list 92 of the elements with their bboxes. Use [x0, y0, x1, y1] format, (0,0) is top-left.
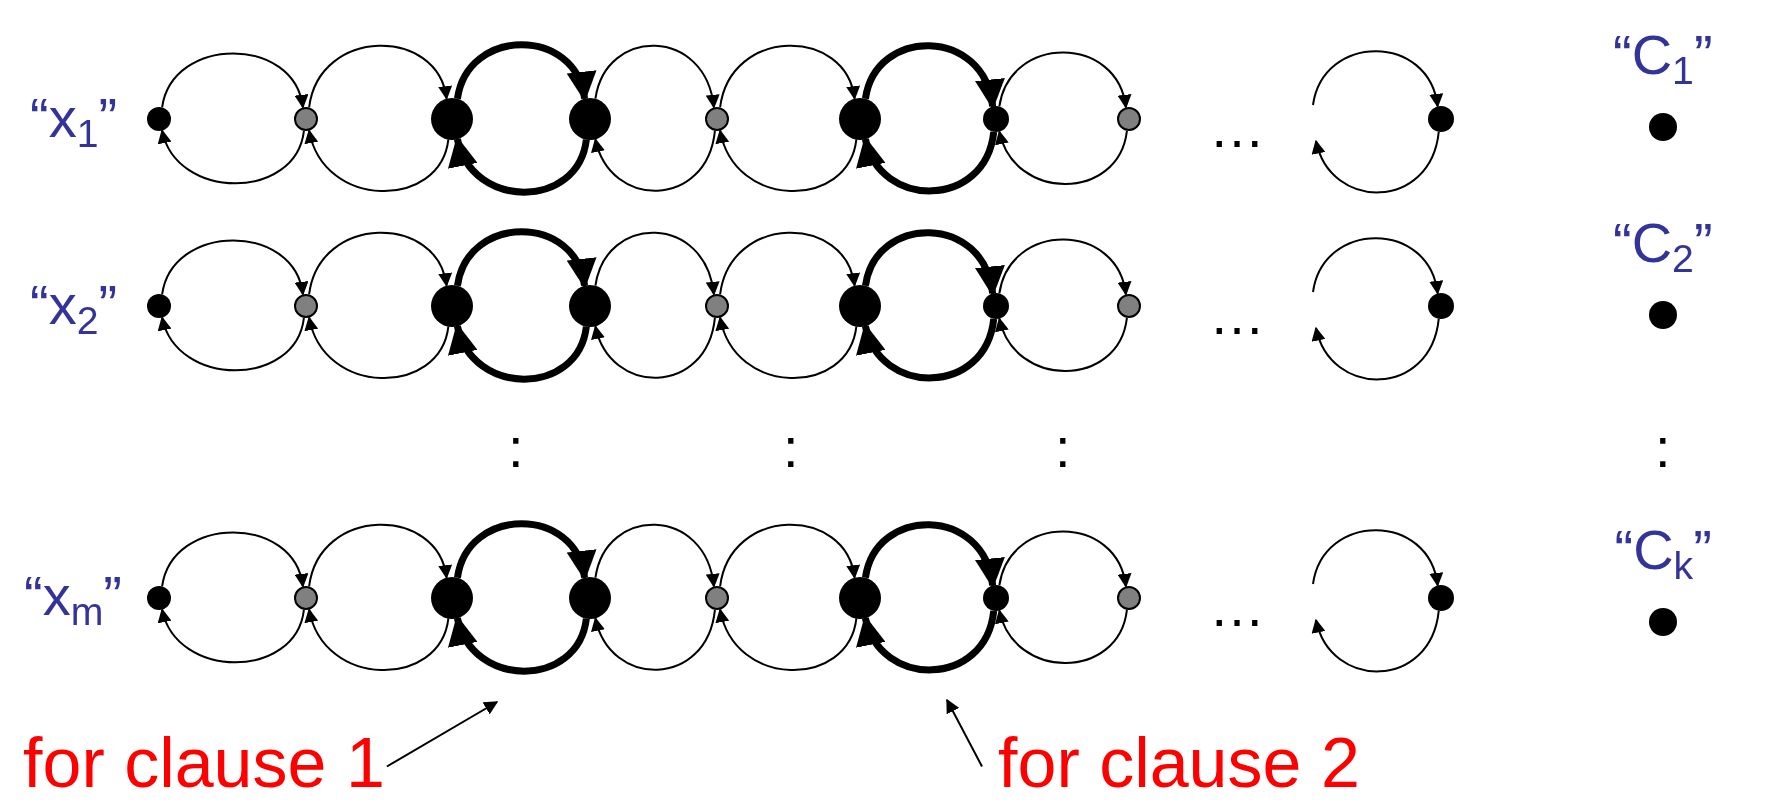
- vertex-dot: [569, 285, 611, 327]
- arrow: [594, 231, 719, 296]
- ellipsis: …: [1209, 579, 1265, 635]
- clause-label: “C$_{2}$”: [1613, 215, 1713, 278]
- vertex-dot: [839, 98, 881, 140]
- vertex-dot: [294, 586, 318, 610]
- ellipsis: …: [1209, 287, 1265, 343]
- vertex-dot: [839, 285, 881, 327]
- vertex-dot: [431, 285, 473, 327]
- arrow: [996, 608, 1128, 664]
- arrow: [719, 523, 859, 588]
- arrow: [306, 316, 450, 380]
- arrow: [306, 129, 450, 193]
- arrow: [719, 231, 859, 296]
- vertex-dot: [1428, 585, 1454, 611]
- arrow: [1312, 50, 1442, 108]
- arrow: [996, 316, 1128, 372]
- arrow: [719, 44, 859, 109]
- arrow: [862, 229, 1002, 297]
- vertex-dot: [147, 294, 171, 318]
- arrow: [306, 608, 450, 672]
- vertex-dot: [705, 107, 729, 131]
- vertex-dot: [1649, 113, 1677, 141]
- arrow: [592, 608, 716, 671]
- arrow: [717, 129, 858, 193]
- annotation-text: for clause 1: [23, 728, 385, 798]
- vertex-dot: [1117, 107, 1141, 131]
- arrow: [592, 316, 716, 379]
- arrow: [592, 129, 716, 192]
- arrow: [451, 136, 590, 196]
- vertex-dot: [1428, 106, 1454, 132]
- vertex-dot: [705, 294, 729, 318]
- clause-label: “C$_{k}$”: [1614, 522, 1712, 585]
- arrow: [308, 523, 451, 588]
- arrow: [161, 239, 307, 296]
- vertex-dot: [569, 577, 611, 619]
- arrow: [159, 129, 305, 185]
- annotation-text: for clause 2: [998, 728, 1360, 798]
- arrow: [996, 129, 1128, 185]
- variable-label: “x$_{m}$”: [24, 568, 122, 631]
- arrow: [594, 523, 719, 588]
- arrow: [1312, 237, 1442, 295]
- vertical-ellipsis: :: [783, 420, 799, 476]
- arrow: [859, 131, 998, 195]
- arrow: [161, 52, 307, 109]
- arrow: [308, 231, 451, 296]
- variable-label: “x$_{2}$”: [30, 277, 118, 340]
- arrow: [161, 531, 307, 588]
- arrow: [859, 610, 998, 674]
- vertical-ellipsis: :: [508, 420, 524, 476]
- vertex-dot: [1428, 293, 1454, 319]
- arrow: [451, 615, 590, 675]
- vertex-dot: [983, 293, 1009, 319]
- vertex-dot: [1649, 301, 1677, 329]
- clause-label: “C$_{1}$”: [1613, 27, 1713, 90]
- variable-label: “x$_{1}$”: [30, 90, 118, 153]
- vertex-dot: [569, 98, 611, 140]
- vertex-dot: [147, 586, 171, 610]
- arrow: [862, 42, 1002, 110]
- vertex-dot: [1117, 586, 1141, 610]
- arrow: [998, 530, 1130, 588]
- vertical-ellipsis: :: [1055, 420, 1071, 476]
- arrow: [717, 608, 858, 672]
- arrow: [1313, 130, 1440, 194]
- leader-line: [385, 701, 499, 768]
- ellipsis: …: [1209, 100, 1265, 156]
- vertex-dot: [1649, 608, 1677, 636]
- arrow: [451, 323, 590, 383]
- vertical-ellipsis: :: [1655, 420, 1671, 476]
- arrow: [1313, 317, 1440, 381]
- arrow: [859, 318, 998, 382]
- vertex-dot: [983, 585, 1009, 611]
- arrow: [998, 51, 1130, 109]
- vertex-dot: [294, 294, 318, 318]
- vertex-dot: [983, 106, 1009, 132]
- vertex-dot: [705, 586, 729, 610]
- vertex-dot: [839, 577, 881, 619]
- arrow: [308, 44, 451, 109]
- arrow: [159, 608, 305, 664]
- arrow: [1313, 609, 1440, 673]
- arrow: [159, 316, 305, 372]
- arrow: [862, 521, 1002, 589]
- vertex-dot: [431, 98, 473, 140]
- arrow: [998, 238, 1130, 296]
- vertex-dot: [1117, 294, 1141, 318]
- arrow: [1312, 529, 1442, 587]
- leader-line: [946, 698, 983, 768]
- arrow: [594, 44, 719, 109]
- vertex-dot: [294, 107, 318, 131]
- vertex-dot: [431, 577, 473, 619]
- vertex-dot: [147, 107, 171, 131]
- arrow: [717, 316, 858, 380]
